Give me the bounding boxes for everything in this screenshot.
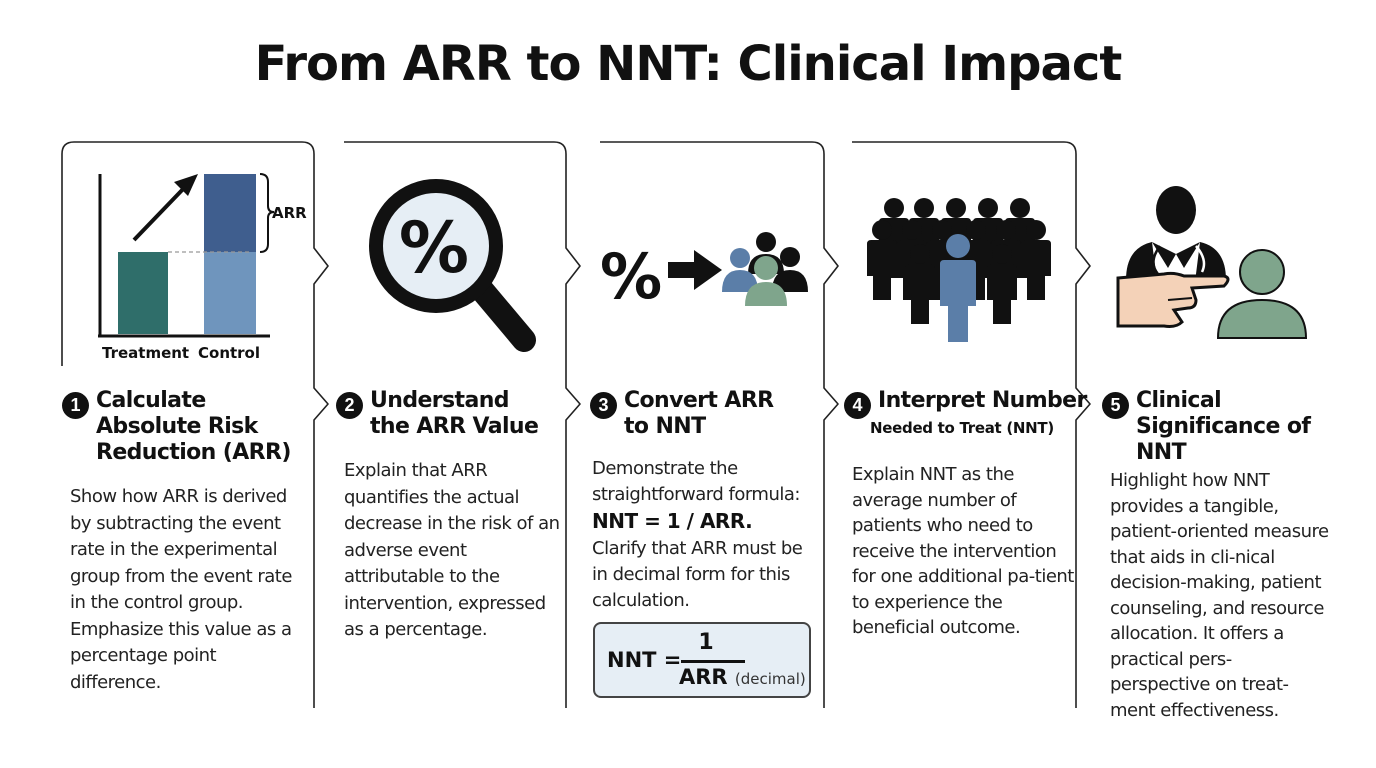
arrow-head [694, 250, 722, 290]
panel-step-4: 4 Interpret Number Needed to Treat (NNT)… [844, 150, 1092, 710]
nnt-formula-inline: NNT = 1 / ARR. [592, 509, 753, 533]
panel-step-2: % 2 Understand the ARR Value Explain tha… [336, 150, 584, 710]
x-tick-treatment: Treatment [102, 344, 189, 362]
step-2-body: Explain that ARR quantifies the actual d… [344, 460, 560, 640]
step-1-heading: 1 Calculate Absolute Risk Reduction (ARR… [62, 388, 312, 468]
step-3-number-badge: 3 [590, 392, 617, 419]
step-3-heading: 3 Convert ARR to NNT [590, 388, 840, 468]
step-4-heading: 4 Interpret Number Needed to Treat (NNT) [844, 388, 1094, 468]
formula-denominator-note: (decimal) [734, 670, 806, 688]
bar-control-upper [204, 174, 256, 252]
patient-figure [1216, 249, 1308, 339]
arr-brace [259, 173, 275, 253]
step-5-title: Clinical Significance of NNT [1136, 388, 1311, 465]
highlighted-patient [940, 234, 976, 342]
page-title: From ARR to NNT: Clinical Impact [254, 36, 1123, 92]
step-4-number-badge: 4 [844, 392, 871, 419]
step-3-title: Convert ARR to NNT [624, 388, 774, 439]
formula-fraction-bar [681, 660, 745, 663]
step-2-heading: 2 Understand the ARR Value [336, 388, 586, 468]
bar-control-lower [204, 252, 256, 334]
panel-step-3: % 3 Convert ARR to NNT Demonstrate the s… [590, 150, 840, 710]
step-1-number-badge: 1 [62, 392, 89, 419]
nnt-formula-box: NNT = 1 ARR (decimal) [593, 622, 811, 698]
trend-arrow [132, 184, 188, 242]
people-group [722, 232, 808, 306]
doctor-pointing-patient-icon [1116, 186, 1308, 339]
step-1-body: Show how ARR is derived by subtracting t… [70, 486, 292, 693]
percent-symbol: % [600, 240, 662, 313]
step-5-body: Highlight how NNT provides a tangible, p… [1110, 470, 1329, 721]
step-2-number-badge: 2 [336, 392, 363, 419]
formula-numerator: 1 [698, 630, 714, 655]
x-tick-control: Control [198, 344, 260, 362]
arrow-shaft [668, 262, 696, 278]
percent-to-people-icon: % [600, 232, 808, 313]
panel-step-5: 5 Clinical Significance of NNT Highlight… [1102, 150, 1344, 721]
step-3-body: Demonstrate the straightforward formula:… [592, 456, 817, 614]
arr-bar-chart: ARR Treatment Control [98, 173, 307, 362]
step-3-intro: Demonstrate the straightforward formula: [592, 458, 800, 505]
percent-glyph: % [399, 207, 469, 289]
arr-annotation-label: ARR [272, 204, 307, 222]
bar-treatment [118, 252, 168, 334]
formula-lhs: NNT = [607, 648, 682, 672]
step-4-body: Explain NNT as the average number of pat… [852, 464, 1074, 638]
step-4-title: Interpret Number [878, 388, 1087, 413]
pointing-hand-icon [1116, 271, 1230, 328]
trend-arrow-head [174, 174, 198, 196]
step-5-number-badge: 5 [1102, 392, 1129, 419]
formula-denominator-text: ARR [679, 665, 728, 689]
step-1-title: Calculate Absolute Risk Reduction (ARR) [96, 388, 291, 465]
step-5-heading: 5 Clinical Significance of NNT [1102, 388, 1352, 468]
step-4-subtitle: Needed to Treat (NNT) [870, 419, 1054, 437]
step-2-title: Understand the ARR Value [370, 388, 539, 439]
panel-step-1: ARR Treatment Control 1 Calculate Absolu… [62, 150, 307, 710]
magnifying-glass-percent-icon: % [369, 179, 536, 352]
step-3-note: Clarify that ARR must be in decimal form… [592, 538, 803, 611]
crowd-icon [867, 198, 1051, 342]
formula-denominator: ARR (decimal) [679, 665, 806, 689]
